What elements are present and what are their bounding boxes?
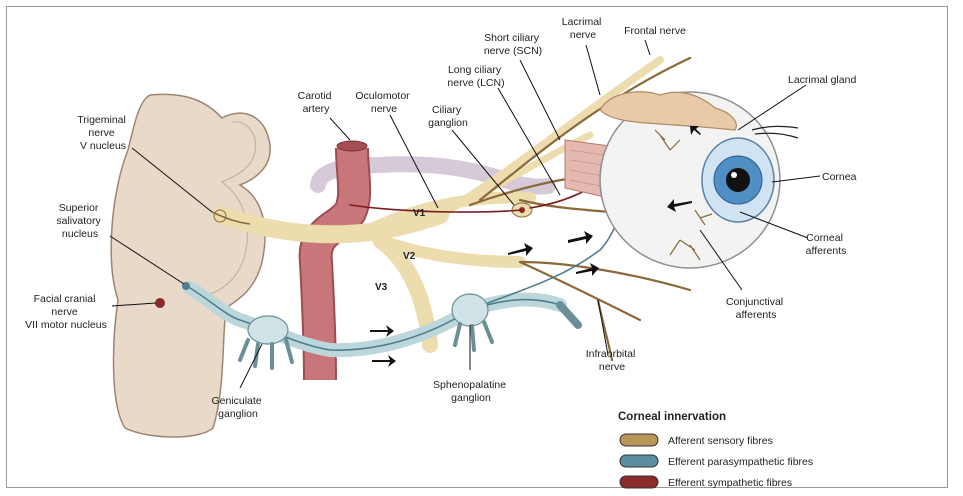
label-conjunctival-afferents: Conjunctival afferents — [726, 296, 786, 321]
label-v1: V1 — [413, 208, 426, 219]
pupil — [726, 168, 750, 192]
label-v2: V2 — [403, 251, 416, 262]
trigeminal-branches — [222, 60, 660, 345]
legend-label-1: Efferent parasympathetic fibres — [668, 456, 813, 468]
facial-nucleus-dot — [155, 298, 165, 308]
legend: Corneal innervation Afferent sensory fib… — [618, 411, 813, 489]
carotid-artery-top — [337, 141, 367, 151]
legend-swatch-2 — [620, 476, 658, 488]
label-sphenopalatine: Sphenopalatine ganglion — [433, 379, 509, 404]
label-frontal: Frontal nerve — [624, 25, 686, 37]
legend-title: Corneal innervation — [618, 411, 726, 423]
label-carotid: Carotid artery — [298, 90, 335, 115]
label-corneal-afferents: Corneal afferents — [806, 232, 847, 257]
label-long-ciliary: Long ciliary nerve (LCN) — [447, 64, 504, 89]
label-ciliary-ganglion: Ciliary ganglion — [428, 104, 468, 129]
label-short-ciliary: Short ciliary nerve (SCN) — [484, 32, 542, 57]
label-v3: V3 — [375, 282, 388, 293]
label-lacrimal-gland: Lacrimal gland — [788, 74, 856, 86]
label-superior-salivatory: Superior salivatory nucleus — [56, 202, 103, 240]
label-trigeminal: Trigeminal nerve V nucleus — [77, 114, 129, 152]
label-oculomotor: Oculomotor nerve — [355, 90, 412, 115]
label-lacrimal: Lacrimal nerve — [562, 16, 605, 41]
legend-swatch-1 — [620, 455, 658, 467]
legend-label-0: Afferent sensory fibres — [668, 435, 773, 447]
label-geniculate: Geniculate ganglion — [211, 395, 264, 420]
geniculate-ganglion — [248, 316, 288, 344]
label-cornea: Cornea — [822, 171, 857, 183]
legend-swatch-0 — [620, 434, 658, 446]
label-facial: Facial cranial nerve VII motor nucleus — [25, 293, 107, 331]
brainstem — [111, 94, 270, 437]
legend-label-2: Efferent sympathetic fibres — [668, 477, 792, 489]
label-infraorbital: Infraorbital nerve — [586, 348, 639, 373]
